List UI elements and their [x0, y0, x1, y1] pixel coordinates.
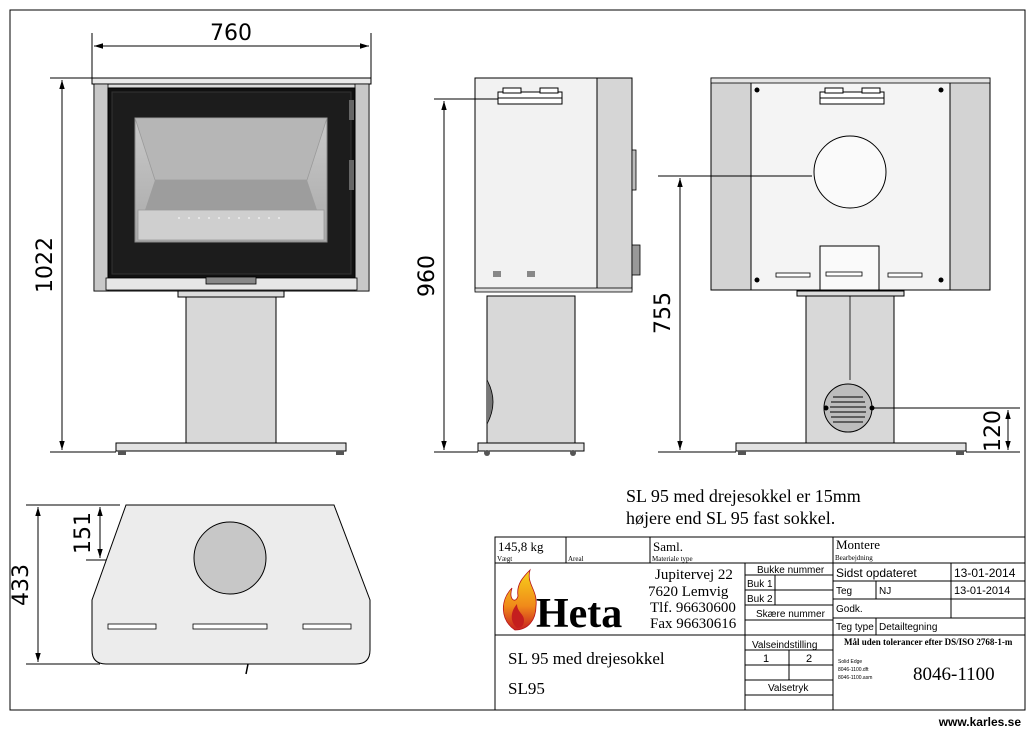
cut-number-label: Skære nummer: [756, 609, 826, 620]
address-line-1: Jupitervej 22: [655, 567, 733, 583]
watermark: www.karles.se: [938, 715, 1022, 729]
roll-value-2: 2: [806, 653, 812, 665]
material-label: Materiale type: [652, 555, 693, 563]
flame-icon: [502, 568, 537, 631]
leader-lines: [444, 98, 812, 177]
weight-value: 145,8 kg: [498, 539, 544, 554]
drawn-by: NJ: [879, 586, 891, 597]
weight-label: Vægt: [497, 555, 512, 563]
dimension-1022-label: 1022: [33, 237, 58, 293]
drawn-date: 13-01-2014: [954, 585, 1010, 597]
bend-2-label: Buk 2: [747, 594, 773, 605]
drawing-type-value: Detailtegning: [879, 622, 937, 633]
rear-view: 755: [651, 77, 1020, 455]
title-block-texts: 145,8 kg Vægt Areal Saml. Materiale type…: [497, 537, 1016, 698]
tolerance-note: Mål uden tolerancer efter DS/ISO 2768-1-…: [844, 637, 1013, 647]
drawing-number: 8046-1100: [913, 664, 995, 685]
roll-press-label: Valsetryk: [768, 683, 809, 694]
file-line-3: 8046-1100.asm: [838, 675, 872, 681]
plan-view: 433 151: [9, 504, 371, 675]
note-line-2: højere end SL 95 fast sokkel.: [626, 508, 835, 528]
product-code: SL95: [508, 679, 545, 698]
address-line-4: Fax 96630616: [650, 616, 737, 632]
approved-label: Godk.: [836, 604, 863, 615]
drawing-type-label: Teg type: [836, 622, 874, 633]
brand-logo-text: Heta: [536, 591, 622, 637]
roll-value-1: 1: [763, 653, 769, 665]
updated-date: 13-01-2014: [954, 566, 1016, 580]
door-handle: [205, 276, 257, 285]
flue-outlet-circle: [813, 135, 887, 209]
processing-label: Bearbejdning: [835, 554, 873, 562]
front-view: 760 1022: [33, 21, 372, 455]
note-line-1: SL 95 med drejesokkel er 15mm: [626, 486, 861, 506]
drawn-label: Teg: [836, 586, 852, 597]
dimension-760-label: 760: [210, 21, 252, 46]
dimension-433-label: 433: [9, 564, 34, 606]
dimension-151-label: 151: [71, 512, 96, 554]
heta-logo: Heta: [502, 568, 622, 637]
title-block: [494, 536, 1026, 711]
address-line-3: Tlf. 96630600: [650, 600, 736, 616]
bend-number-label: Bukke nummer: [757, 565, 825, 576]
material-value: Saml.: [653, 539, 683, 554]
bend-1-label: Buk 1: [747, 579, 773, 590]
updated-label: Sidst opdateret: [836, 566, 917, 580]
product-title: SL 95 med drejesokkel: [508, 649, 665, 668]
area-label: Areal: [568, 555, 584, 563]
plan-flue-circle: [193, 521, 267, 595]
file-line-1: Solid Edge: [838, 659, 862, 665]
pedestal-base: [115, 442, 347, 452]
air-vent-grille: [823, 383, 873, 433]
address-line-2: 7620 Lemvig: [648, 584, 729, 600]
processing-value: Montere: [836, 537, 880, 552]
dimension-960-label: 960: [415, 255, 440, 297]
dimension-120-label: 120: [981, 410, 1006, 452]
roll-setting-label: Valseindstilling: [752, 640, 817, 651]
dimension-755-label: 755: [651, 292, 676, 334]
pedestal-column: [185, 296, 277, 444]
side-view: 960: [415, 77, 641, 456]
file-line-2: 8046-1100.dft: [838, 667, 869, 673]
